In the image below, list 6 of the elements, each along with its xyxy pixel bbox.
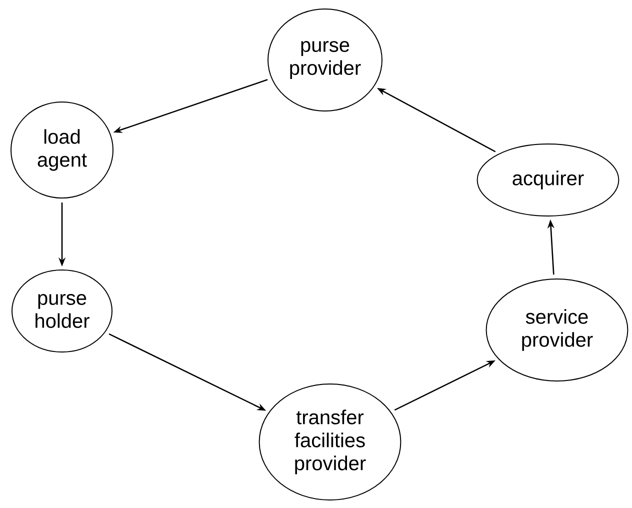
ellipse-node: service provider [486, 278, 628, 382]
ellipse-node: purse holder [12, 270, 112, 352]
ellipse-node: transfer facilities provider [258, 384, 402, 500]
ellipse-node: acquirer [476, 144, 620, 216]
ellipse-node: purse provider [268, 8, 382, 112]
ellipse-node: load agent [10, 102, 114, 198]
